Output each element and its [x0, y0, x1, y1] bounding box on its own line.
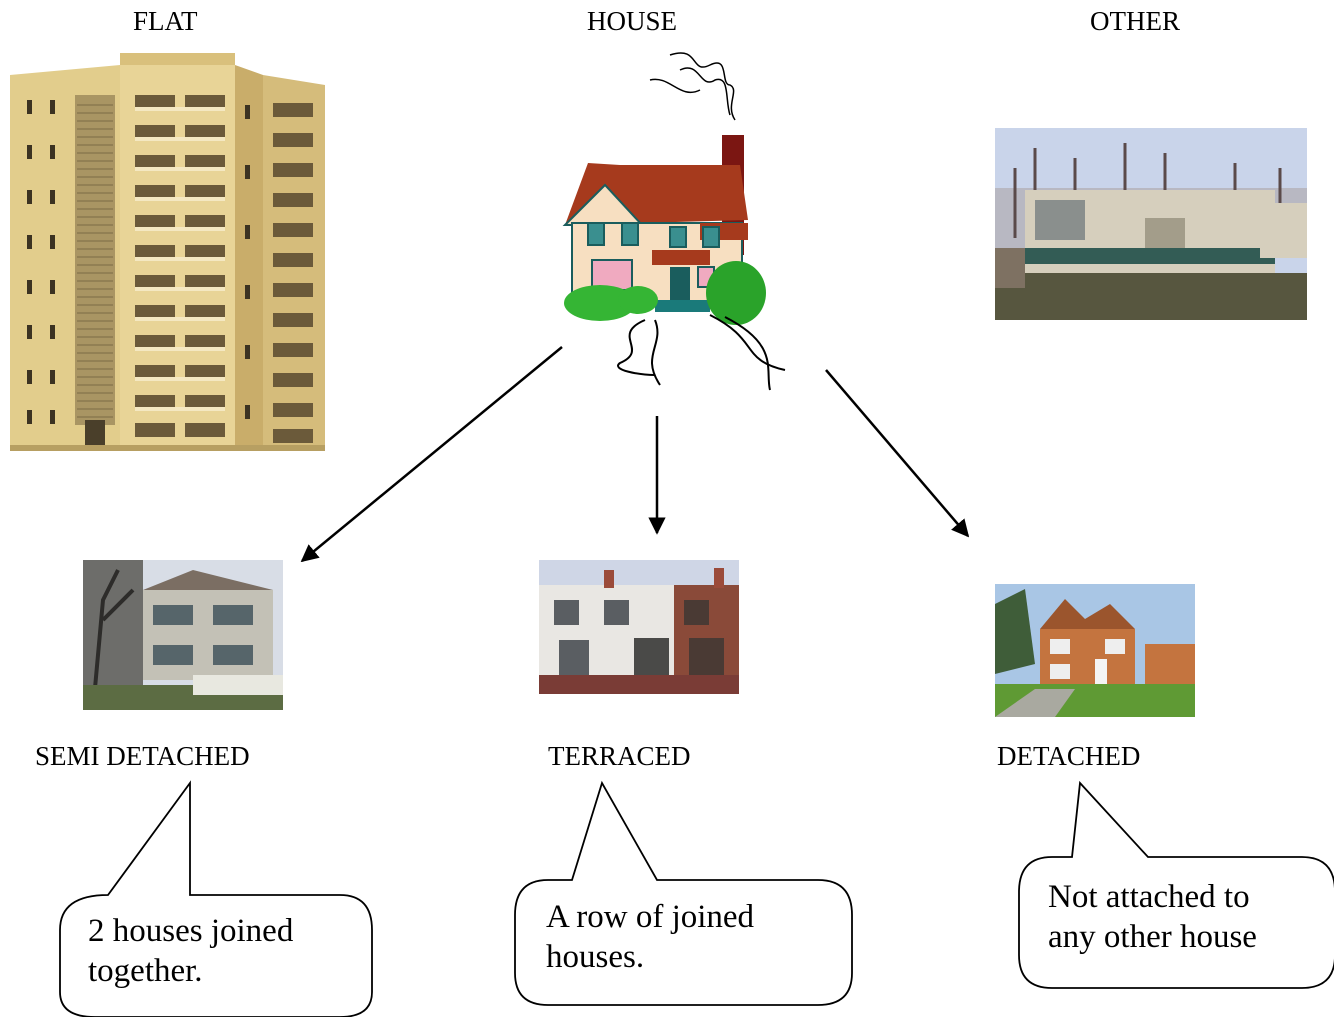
callout-bubble-terraced [514, 780, 853, 1006]
callout-text-terraced: A row of joined houses. [546, 899, 755, 975]
mobile-home-photo [995, 128, 1307, 320]
label-terraced: TERRACED [548, 741, 691, 771]
heading-house: HOUSE [587, 6, 678, 36]
heading-flat: FLAT [133, 6, 198, 36]
label-semi-detached: SEMI DETACHED [35, 741, 250, 771]
house-icon [562, 52, 786, 391]
detached-photo [995, 584, 1195, 717]
semi-detached-photo [83, 560, 283, 710]
callout-text-detached: Not attached to any other house [1048, 879, 1257, 955]
arrow-to-detached [825, 369, 970, 538]
callout-bubble-detached [1018, 780, 1334, 989]
heading-other: OTHER [1090, 6, 1180, 36]
label-detached: DETACHED [997, 741, 1141, 771]
callout-text-semi: 2 houses joined together. [88, 913, 294, 989]
arrow-to-semi-detached [300, 346, 563, 563]
terraced-photo [539, 560, 739, 694]
tower-block-icon [10, 53, 325, 451]
